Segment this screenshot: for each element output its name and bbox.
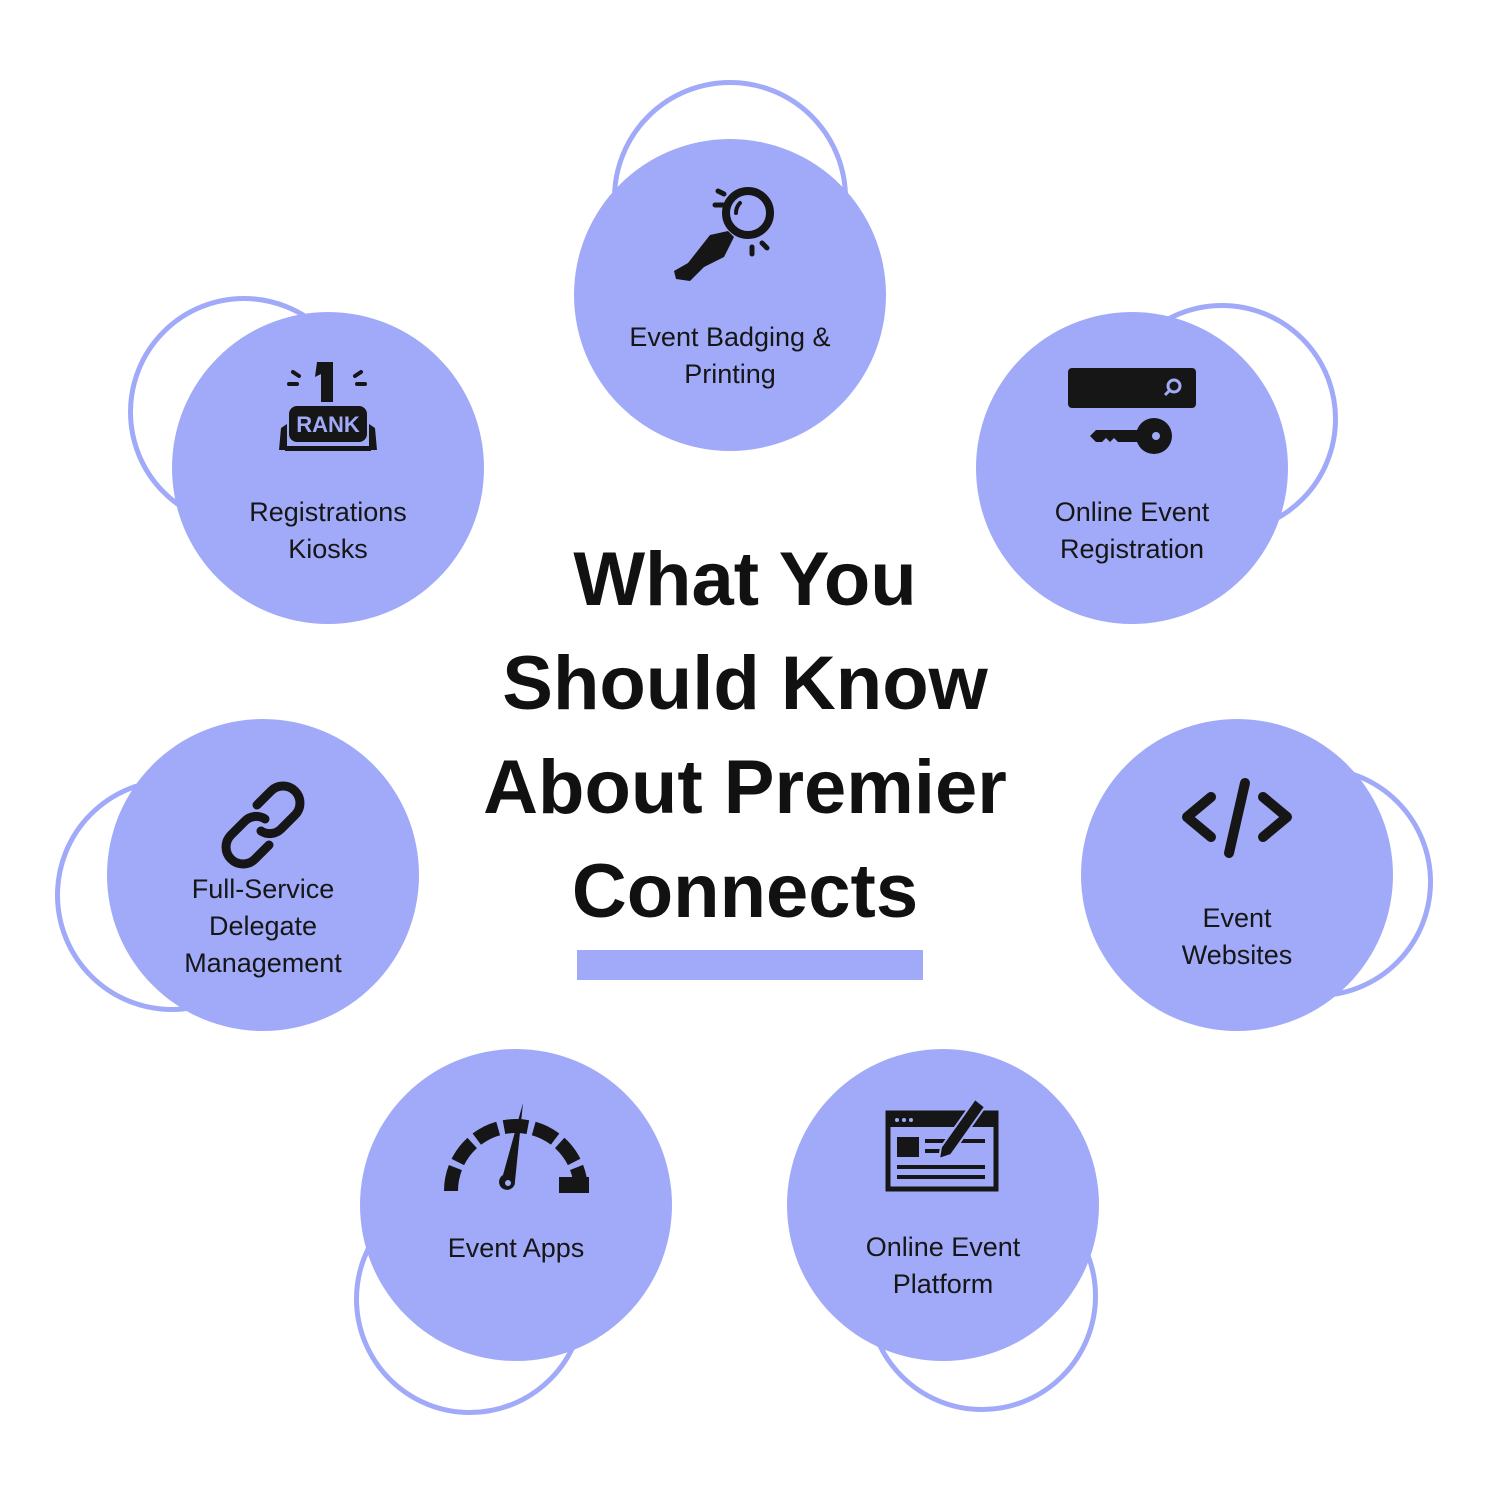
service-event-apps: Event Apps bbox=[360, 1049, 672, 1361]
service-event-badging: Event Badging &Printing bbox=[574, 139, 886, 451]
svg-text:RANK: RANK bbox=[296, 412, 360, 437]
service-label: Event Badging &Printing bbox=[629, 322, 831, 389]
magnifier-hand-icon bbox=[674, 187, 774, 281]
speedometer-icon bbox=[444, 1103, 589, 1193]
web-edit-icon bbox=[885, 1097, 999, 1192]
search-key-icon bbox=[1068, 368, 1196, 454]
rank-one-icon: RANK bbox=[279, 362, 377, 451]
title-underline bbox=[577, 950, 923, 980]
code-icon bbox=[1182, 778, 1292, 858]
link-icon bbox=[221, 781, 305, 869]
service-label: Event Apps bbox=[447, 1233, 585, 1263]
